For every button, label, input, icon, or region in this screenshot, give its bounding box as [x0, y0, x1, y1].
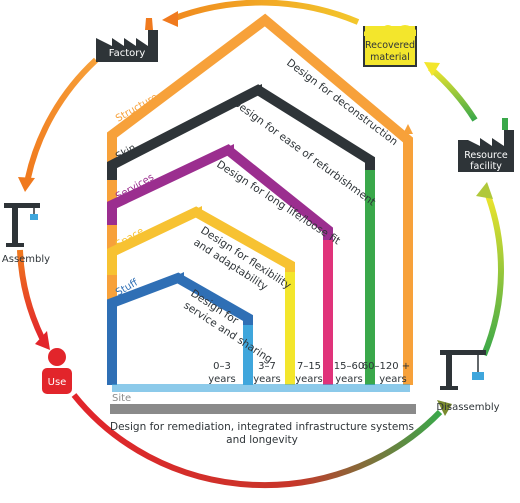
person-icon	[42, 348, 72, 394]
assembly-label: Assembly	[2, 254, 50, 265]
timescale-4-line2: years	[335, 374, 363, 385]
outer-cycle	[17, 0, 504, 489]
arrowhead-skin	[250, 84, 262, 97]
strategy-site-line2: and longevity	[226, 434, 298, 446]
label-site: Site	[112, 393, 131, 404]
material-bin-icon	[363, 25, 417, 67]
resource-line1: Resource	[464, 150, 508, 161]
strategy-deconstruction: Design for deconstruction	[284, 57, 400, 148]
arrowhead-stuff	[172, 272, 184, 285]
timescale-3-line1: 7–15	[297, 361, 321, 372]
arrow-disassembly-to-resource	[481, 188, 504, 357]
arrowhead-to-factory	[162, 11, 178, 27]
arrow-resource-to-recovered	[428, 65, 478, 122]
arrow-factory-to-assembly	[25, 57, 99, 179]
timescale-1-line2: years	[208, 374, 236, 385]
base-strip	[112, 384, 410, 392]
node-factory: Factory	[96, 18, 158, 62]
node-assembly: Assembly	[2, 203, 50, 265]
disassembly-label: Disassembly	[436, 402, 499, 413]
site-bar	[110, 404, 416, 414]
timescale-2-line2: years	[253, 374, 281, 385]
node-use: Use	[42, 348, 72, 394]
node-recovered-material: Recovered material	[363, 25, 417, 67]
use-label: Use	[48, 377, 67, 388]
node-disassembly: Disassembly	[436, 350, 500, 413]
arrowhead-to-disassembly	[437, 400, 452, 416]
arrowhead-to-recovered	[424, 62, 440, 76]
house-layers	[107, 13, 416, 414]
resource-factory-icon	[458, 118, 514, 172]
timescale-2-line1: 3–7	[258, 361, 276, 372]
crane-disassembly-icon	[440, 350, 486, 390]
timescale-5-line1: 60–120 +	[362, 361, 410, 372]
factory-icon	[96, 18, 158, 62]
arrow-use-to-disassembly	[71, 393, 443, 489]
arrowhead-to-resource	[476, 182, 493, 199]
arrowhead-to-assembly	[18, 177, 35, 192]
arrowhead-services	[222, 144, 234, 157]
factory-label: Factory	[109, 48, 146, 59]
timescale-4-line1: 15–60	[334, 361, 364, 372]
recovered-line2: material	[370, 52, 410, 63]
arrow-recovered-to-factory	[173, 0, 360, 25]
crane-assembly-icon	[4, 203, 40, 247]
strategy-site-line1: Design for remediation, integrated infra…	[110, 421, 414, 433]
timescale-1-line1: 0–3	[213, 361, 231, 372]
recovered-line1: Recovered	[365, 40, 415, 51]
arrow-assembly-to-use	[17, 249, 45, 340]
timescale-5-line2: years	[379, 374, 407, 385]
timescale-3-line2: years	[295, 374, 323, 385]
resource-line2: facility	[470, 161, 502, 172]
node-resource-facility: Resource facility	[458, 118, 514, 172]
arrowhead-to-use	[35, 331, 50, 350]
arrowhead-space	[190, 206, 202, 219]
arrowhead-structure	[403, 124, 413, 134]
timescale-labels: 0–3 years 3–7 years 7–15 years 15–60 yea…	[208, 361, 410, 385]
